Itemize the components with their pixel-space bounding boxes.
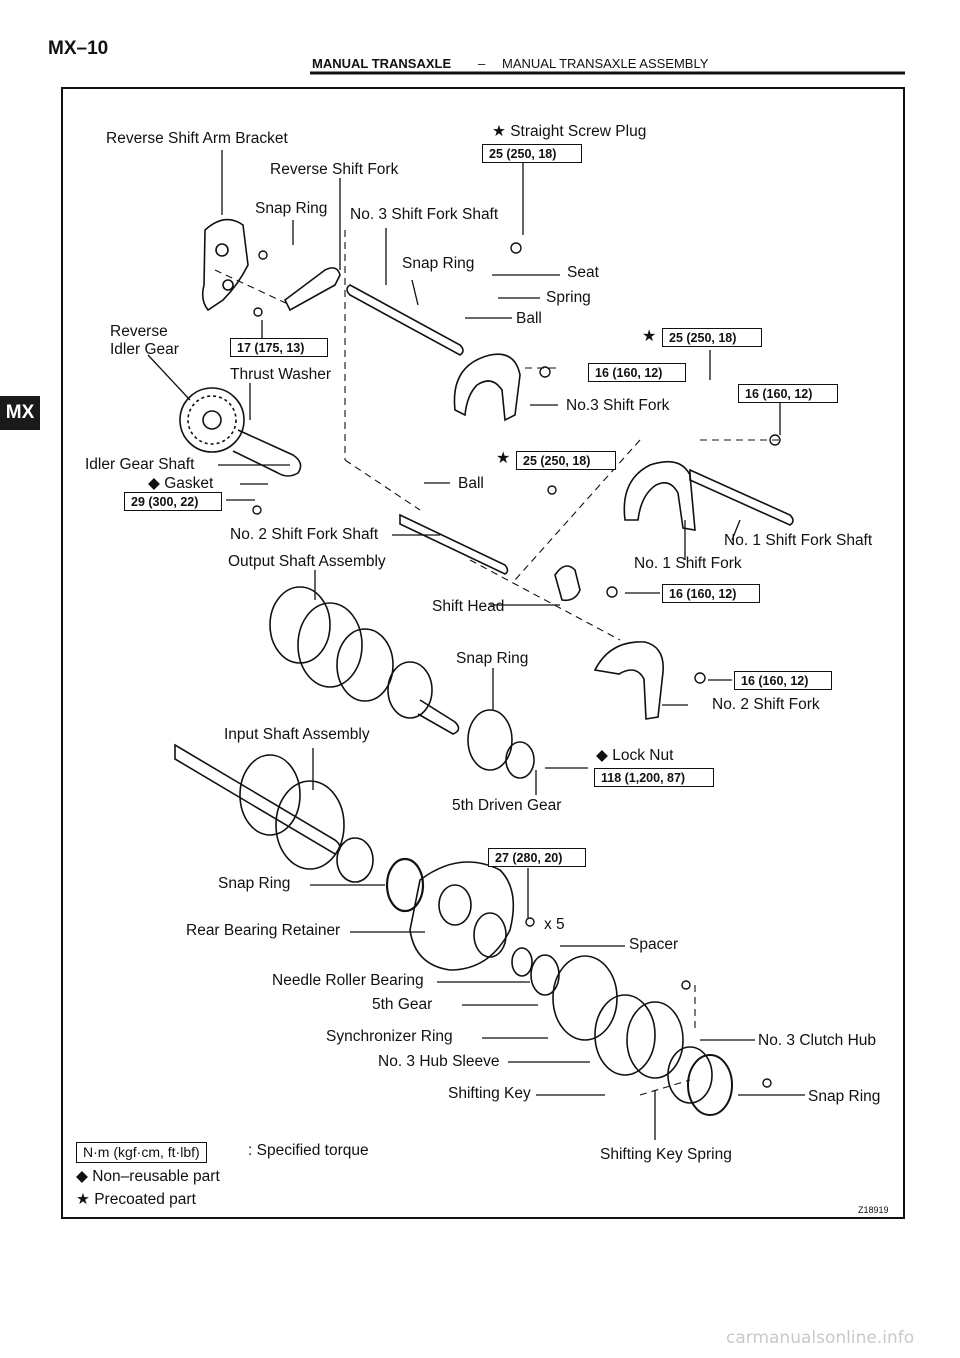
label-idler-gear-shaft: Idler Gear Shaft (85, 456, 195, 473)
no2-shift-fork (593, 641, 664, 720)
fifth-driven-gear (467, 709, 535, 779)
label-no2-shift-fork-shaft: No. 2 Shift Fork Shaft (230, 526, 379, 543)
leader-lines (147, 150, 805, 1140)
torque-29: 29 (300, 22) (124, 492, 222, 511)
label-5th-gear: 5th Gear (372, 996, 433, 1013)
legend-unit-box: N·m (kgf·cm, ft·lbf) (76, 1142, 207, 1163)
reverse-shift-arm-bracket (201, 218, 249, 312)
legend-unit-text: : Specified torque (248, 1142, 369, 1159)
label-output-shaft-assembly: Output Shaft Assembly (228, 553, 386, 570)
torque-25c: 25 (250, 18) (516, 451, 616, 470)
no2-shift-fork-shaft (399, 513, 509, 575)
label-snap-ring-4: Snap Ring (218, 875, 291, 892)
watermark: carmanualsonline.info (726, 1328, 915, 1348)
no3-shift-fork-shaft (346, 284, 464, 356)
rear-bearing-retainer (409, 861, 515, 971)
shift-head (554, 565, 581, 602)
label-gasket: ◆ Gasket (148, 475, 214, 492)
label-no3-shift-fork-shaft: No. 3 Shift Fork Shaft (350, 206, 499, 223)
label-no3-clutch-hub: No. 3 Clutch Hub (758, 1032, 877, 1049)
torque-25b: 25 (250, 18) (662, 328, 762, 347)
torque-straight-plug: 25 (250, 18) (482, 144, 582, 163)
label-no1-shift-fork: No. 1 Shift Fork (634, 555, 742, 572)
label-snap-ring-1: Snap Ring (255, 200, 328, 217)
label-no1-shift-fork-shaft: No. 1 Shift Fork Shaft (724, 532, 873, 549)
label-star-2: ★ (496, 450, 511, 467)
label-x5: x 5 (544, 916, 565, 933)
no1-shift-fork-shaft (689, 468, 794, 526)
torque-118: 118 (1,200, 87) (594, 768, 714, 787)
legend-non-reusable: ◆ Non–reusable part (76, 1168, 220, 1185)
no1-shift-fork (623, 460, 696, 531)
label-snap-ring-5: Snap Ring (808, 1088, 881, 1105)
label-reverse: Reverse (110, 323, 168, 340)
label-spring: Spring (546, 289, 591, 306)
label-5th-driven-gear: 5th Driven Gear (452, 797, 562, 814)
header-title-left: MANUAL TRANSAXLE (312, 56, 452, 71)
torque-16d: 16 (160, 12) (734, 671, 832, 690)
fifth-gear-stack (511, 947, 733, 1116)
label-ball-1: Ball (516, 310, 542, 327)
page-code: MX–10 (48, 38, 109, 59)
bolts (252, 242, 781, 1088)
label-shift-head: Shift Head (432, 598, 505, 615)
label-no3-hub-sleeve: No. 3 Hub Sleeve (378, 1053, 500, 1070)
label-no3-shift-fork: No.3 Shift Fork (566, 397, 670, 414)
label-rear-bearing-retainer: Rear Bearing Retainer (186, 922, 341, 939)
header-title-sep: – (478, 56, 486, 71)
snap-ring-input (385, 857, 425, 913)
label-shifting-key-spring: Shifting Key Spring (600, 1146, 732, 1163)
reverse-idler-gear (179, 387, 245, 453)
output-shaft-assembly (269, 586, 460, 735)
label-seat: Seat (567, 264, 599, 281)
label-no2-shift-fork: No. 2 Shift Fork (712, 696, 820, 713)
input-shaft-assembly (174, 743, 374, 883)
side-tab-mx[interactable]: MX (0, 396, 40, 430)
label-reverse-shift-arm-bracket: Reverse Shift Arm Bracket (106, 130, 288, 147)
label-snap-ring-3: Snap Ring (456, 650, 529, 667)
no3-shift-fork (453, 353, 521, 422)
label-straight-screw-plug: ★ Straight Screw Plug (492, 123, 647, 140)
figure-code: Z18919 (858, 1205, 889, 1215)
label-thrust-washer: Thrust Washer (230, 366, 332, 383)
label-spacer: Spacer (629, 936, 679, 953)
label-reverse-shift-fork: Reverse Shift Fork (270, 161, 399, 178)
label-snap-ring-2: Snap Ring (402, 255, 475, 272)
label-lock-nut: ◆ Lock Nut (596, 747, 674, 764)
torque-17: 17 (175, 13) (230, 338, 328, 357)
label-star-1: ★ (642, 328, 657, 345)
idler-gear-shaft (232, 429, 302, 477)
legend-precoated: ★ Precoated part (76, 1191, 196, 1208)
reverse-shift-fork (283, 267, 341, 312)
torque-16a: 16 (160, 12) (588, 363, 686, 382)
label-synchronizer-ring: Synchronizer Ring (326, 1028, 453, 1045)
torque-16c: 16 (160, 12) (662, 584, 760, 603)
label-ball-2: Ball (458, 475, 484, 492)
header-title-right: MANUAL TRANSAXLE ASSEMBLY (502, 56, 709, 71)
label-shifting-key: Shifting Key (448, 1085, 531, 1102)
torque-27: 27 (280, 20) (488, 848, 586, 867)
assembly-paths (214, 230, 780, 1096)
label-input-shaft-assembly: Input Shaft Assembly (224, 726, 370, 743)
label-needle-roller-bearing: Needle Roller Bearing (272, 972, 424, 989)
torque-16b: 16 (160, 12) (738, 384, 838, 403)
diagram-frame (61, 87, 905, 1219)
label-idler-gear: Idler Gear (110, 341, 179, 358)
